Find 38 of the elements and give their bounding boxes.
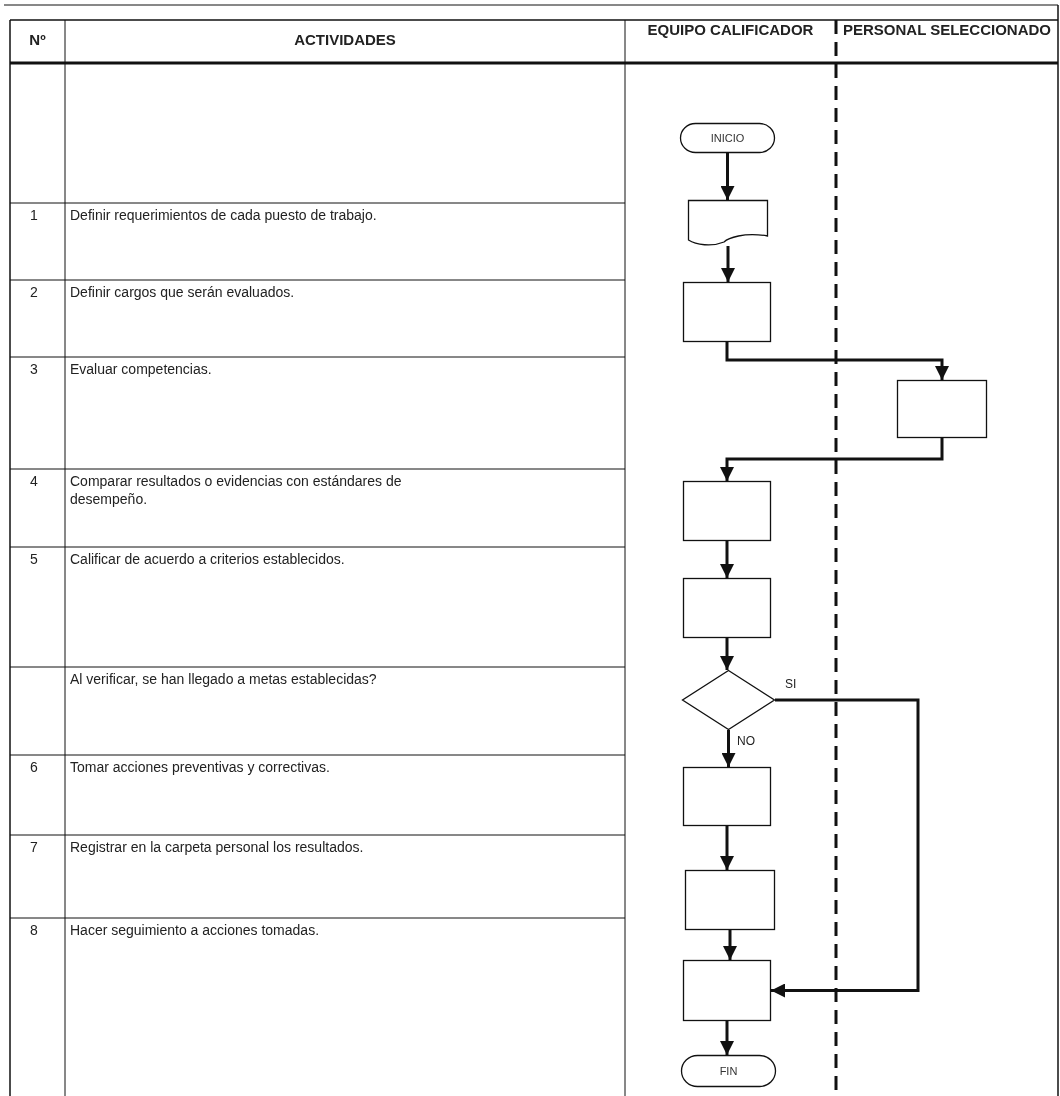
terminal-shape bbox=[680, 123, 775, 153]
arrow bbox=[720, 638, 734, 670]
edge-label: SI bbox=[784, 677, 798, 691]
arrow bbox=[721, 246, 735, 282]
activity-text: Tomar acciones preventivas y correctivas. bbox=[70, 758, 331, 776]
arrow bbox=[720, 826, 734, 870]
activity-text: Comparar resultados o evidencias con estándares de desempeño. bbox=[70, 472, 403, 508]
arrow bbox=[720, 1021, 734, 1055]
terminal-label: FIN bbox=[718, 1065, 739, 1077]
terminal-shape bbox=[681, 1055, 776, 1087]
column-header: PERSONAL SELECCIONADO bbox=[841, 20, 1053, 40]
row-number: 1 bbox=[29, 206, 39, 224]
activity-text: Evaluar competencias. bbox=[70, 360, 213, 378]
arrow bbox=[720, 541, 734, 578]
row-number: 3 bbox=[29, 360, 39, 378]
row-number: 4 bbox=[29, 472, 39, 490]
edge-label: NO bbox=[736, 734, 756, 748]
row-number: 7 bbox=[29, 838, 39, 856]
terminal-label: INICIO bbox=[709, 132, 746, 144]
row-number: 5 bbox=[29, 550, 39, 568]
activity-text: Registrar en la carpeta personal los resultados. bbox=[70, 838, 365, 856]
column-header: ACTIVIDADES bbox=[293, 30, 397, 50]
activity-text: Calificar de acuerdo a criterios establecidos. bbox=[70, 550, 346, 568]
row-number: 8 bbox=[29, 921, 39, 939]
column-header: EQUIPO CALIFICADOR bbox=[646, 20, 815, 40]
arrow bbox=[720, 153, 735, 200]
arrow bbox=[720, 438, 944, 481]
row-number: 2 bbox=[29, 283, 39, 301]
activity-text: Definir requerimientos de cada puesto de trabajo. bbox=[70, 206, 378, 224]
column-header: Nº bbox=[28, 30, 47, 50]
row-number: 6 bbox=[29, 758, 39, 776]
activity-text: Definir cargos que serán evaluados. bbox=[70, 283, 296, 301]
arrow bbox=[725, 342, 949, 380]
activity-text: Al verificar, se han llegado a metas establecidas? bbox=[70, 670, 378, 688]
arrow bbox=[771, 698, 920, 998]
activity-text: Hacer seguimiento a acciones tomadas. bbox=[70, 921, 321, 939]
arrow bbox=[723, 930, 737, 960]
arrow bbox=[721, 730, 736, 767]
